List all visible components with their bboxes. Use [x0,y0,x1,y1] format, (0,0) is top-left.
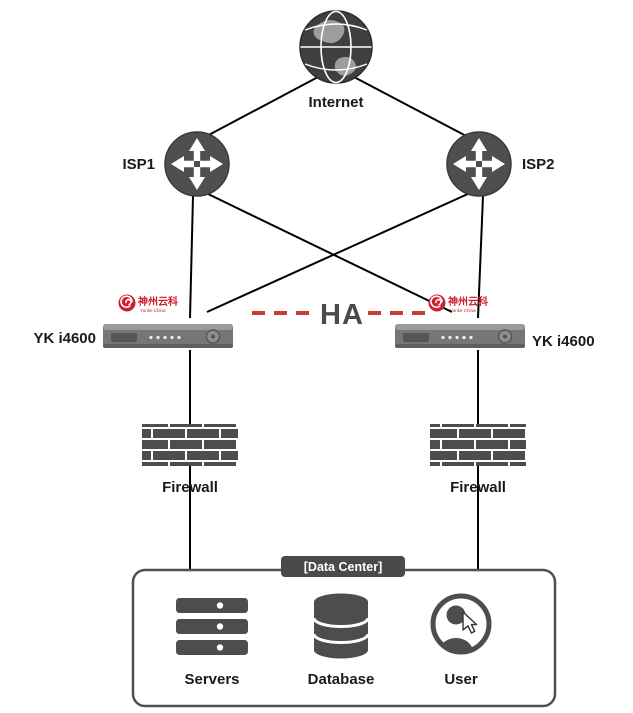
device-left-appliance-icon [102,323,234,349]
user-label: User [444,671,478,688]
firewall-left-icon [142,424,238,466]
isp2-router-icon [446,131,512,197]
brand-name: 神州云科 [448,295,488,308]
isp1-label: ISP1 [122,156,155,173]
link-isp1-device-left [189,195,194,319]
device-right-appliance-icon [394,323,526,349]
link-isp1-device-right [205,192,453,313]
firewall-right-icon [430,424,526,466]
user-icon [430,593,492,655]
link-internet-isp1 [202,76,319,139]
datacenter-label: [Data Center] [304,560,383,574]
firewall-left-label: Firewall [162,479,218,496]
internet-label: Internet [308,94,363,111]
device-right-label: YK i4600 [532,333,595,350]
isp2-label: ISP2 [522,156,555,173]
database-icon [312,593,370,659]
datacenter-badge [281,556,405,577]
brand-name: 神州云科 [138,295,178,308]
link-internet-isp2 [353,76,471,139]
brand-swirl-icon [117,293,137,313]
database-label: Database [308,671,375,688]
edges [189,76,484,570]
servers-label: Servers [184,671,239,688]
link-isp2-device-right [477,195,484,319]
brand-swirl-icon [427,293,447,313]
link-isp2-device-left [206,192,471,313]
servers-icon [176,598,248,655]
cursor-icon [462,611,478,634]
ha-label: HA [320,299,364,331]
device-left-label: YK i4600 [33,330,96,347]
brand-logo-left: 神州云科 Yunke China [117,293,178,313]
isp1-router-icon [164,131,230,197]
internet-globe-icon [299,10,373,84]
firewall-right-label: Firewall [450,479,506,496]
brand-subtitle: Yunke China [140,308,166,313]
brand-subtitle: Yunke China [450,308,476,313]
brand-logo-right: 神州云科 Yunke China [427,293,488,313]
